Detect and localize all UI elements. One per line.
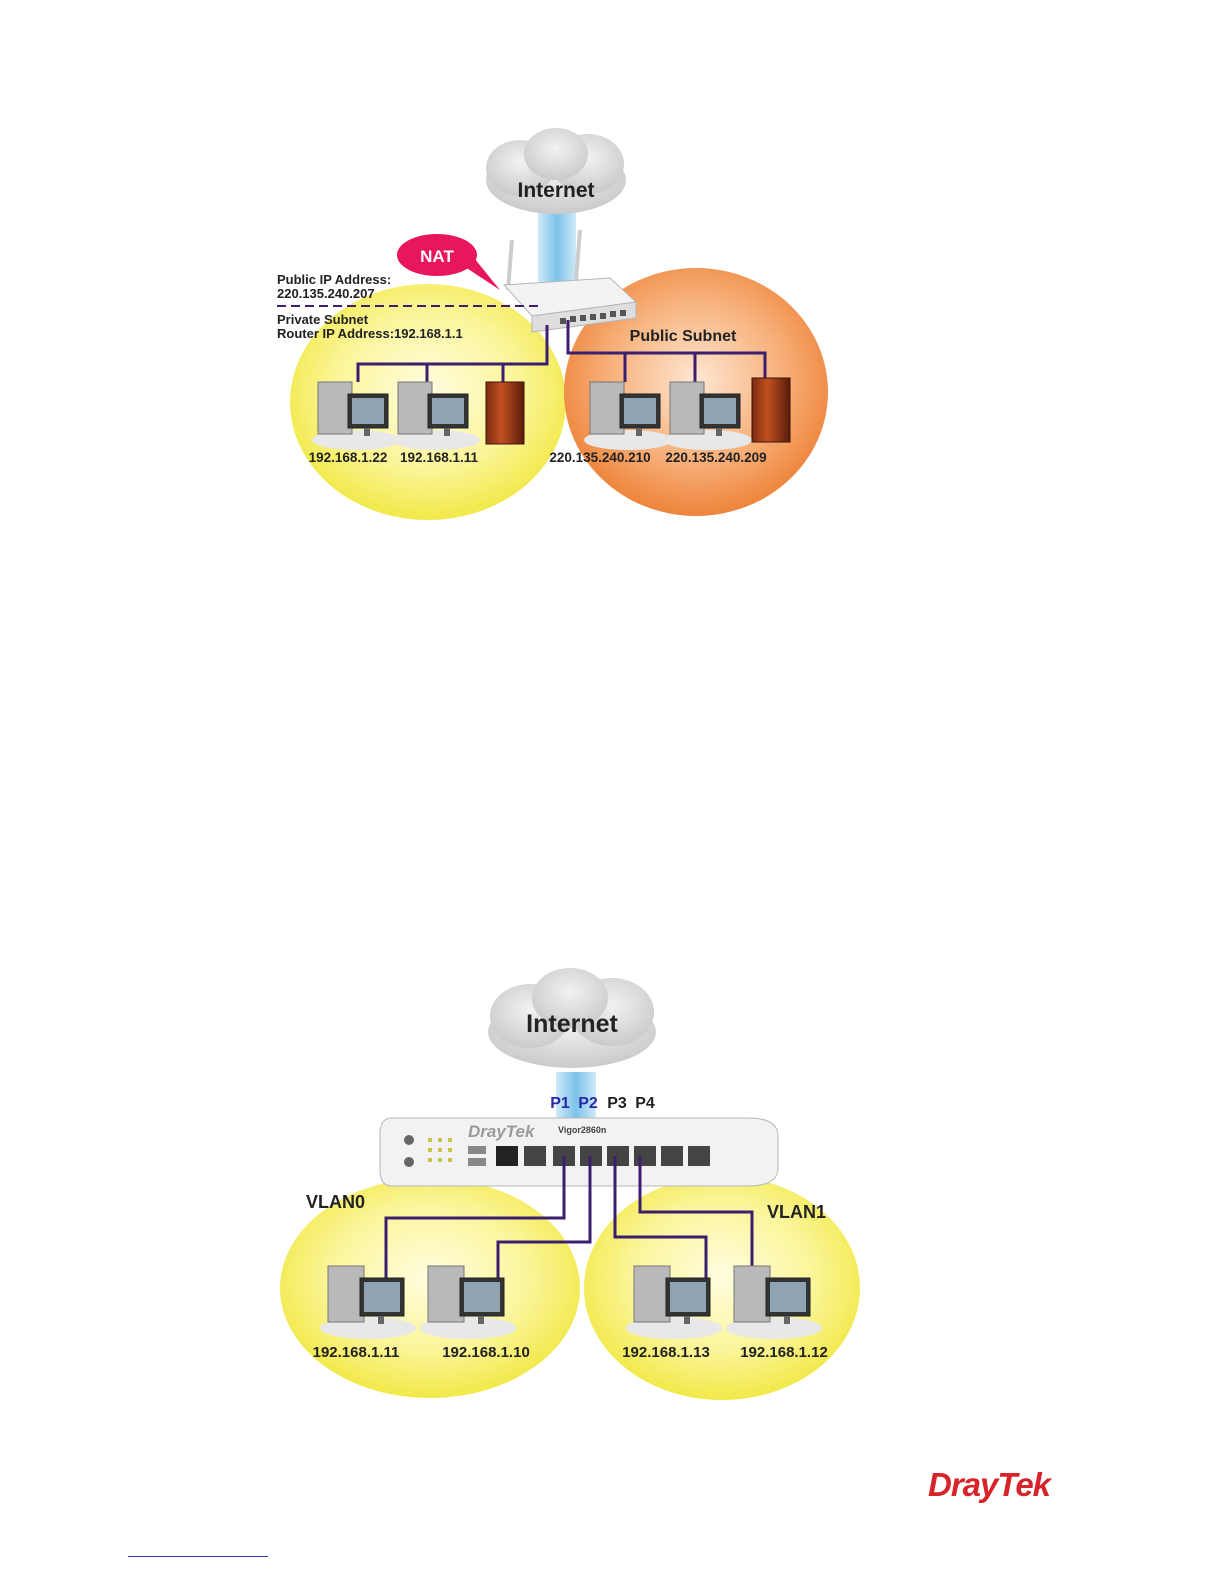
host-ip-label: 192.168.1.13: [622, 1344, 710, 1361]
draytek-logo: DrayTek: [928, 1466, 1050, 1504]
router-ip-label: Router IP Address:192.168.1.1: [277, 326, 463, 341]
router-brand-label: DrayTek: [468, 1122, 536, 1141]
host-ip-label: 220.135.240.209: [665, 450, 766, 465]
public-subnet-label: Public Subnet: [630, 328, 737, 345]
vlan-internet-label: Internet: [526, 1010, 618, 1038]
server-icon: [752, 378, 790, 442]
vlan-network-diagram: Internet P1 P2 P3 P4 DrayTek Vigor2860n …: [0, 950, 1224, 1420]
nat-network-diagram: Internet NAT Public IP Address: 220.135.…: [0, 120, 1224, 540]
vlan1-label: VLAN1: [767, 1202, 826, 1222]
host-ip-label: 192.168.1.22: [309, 450, 388, 465]
host-ip-label: 220.135.240.210: [549, 450, 650, 465]
server-icon: [486, 382, 524, 444]
port-label-p1: P1: [550, 1095, 570, 1112]
nat-internet-label: Internet: [517, 179, 594, 202]
public-ip-value: 220.135.240.207: [277, 286, 375, 301]
private-subnet-label: Private Subnet: [277, 312, 369, 327]
public-ip-label: Public IP Address:: [277, 272, 391, 287]
host-ip-label: 192.168.1.11: [313, 1344, 400, 1361]
footer-rule: [128, 1556, 268, 1557]
nat-bubble-label: NAT: [420, 247, 454, 266]
host-ip-label: 192.168.1.12: [740, 1344, 828, 1361]
port-label-p4: P4: [635, 1095, 655, 1112]
host-ip-label: 192.168.1.11: [400, 450, 479, 465]
port-label-p3: P3: [607, 1095, 627, 1112]
port-label-p2: P2: [578, 1095, 598, 1112]
router-model-label: Vigor2860n: [558, 1125, 606, 1135]
vlan0-label: VLAN0: [306, 1192, 365, 1212]
host-ip-label: 192.168.1.10: [442, 1344, 530, 1361]
